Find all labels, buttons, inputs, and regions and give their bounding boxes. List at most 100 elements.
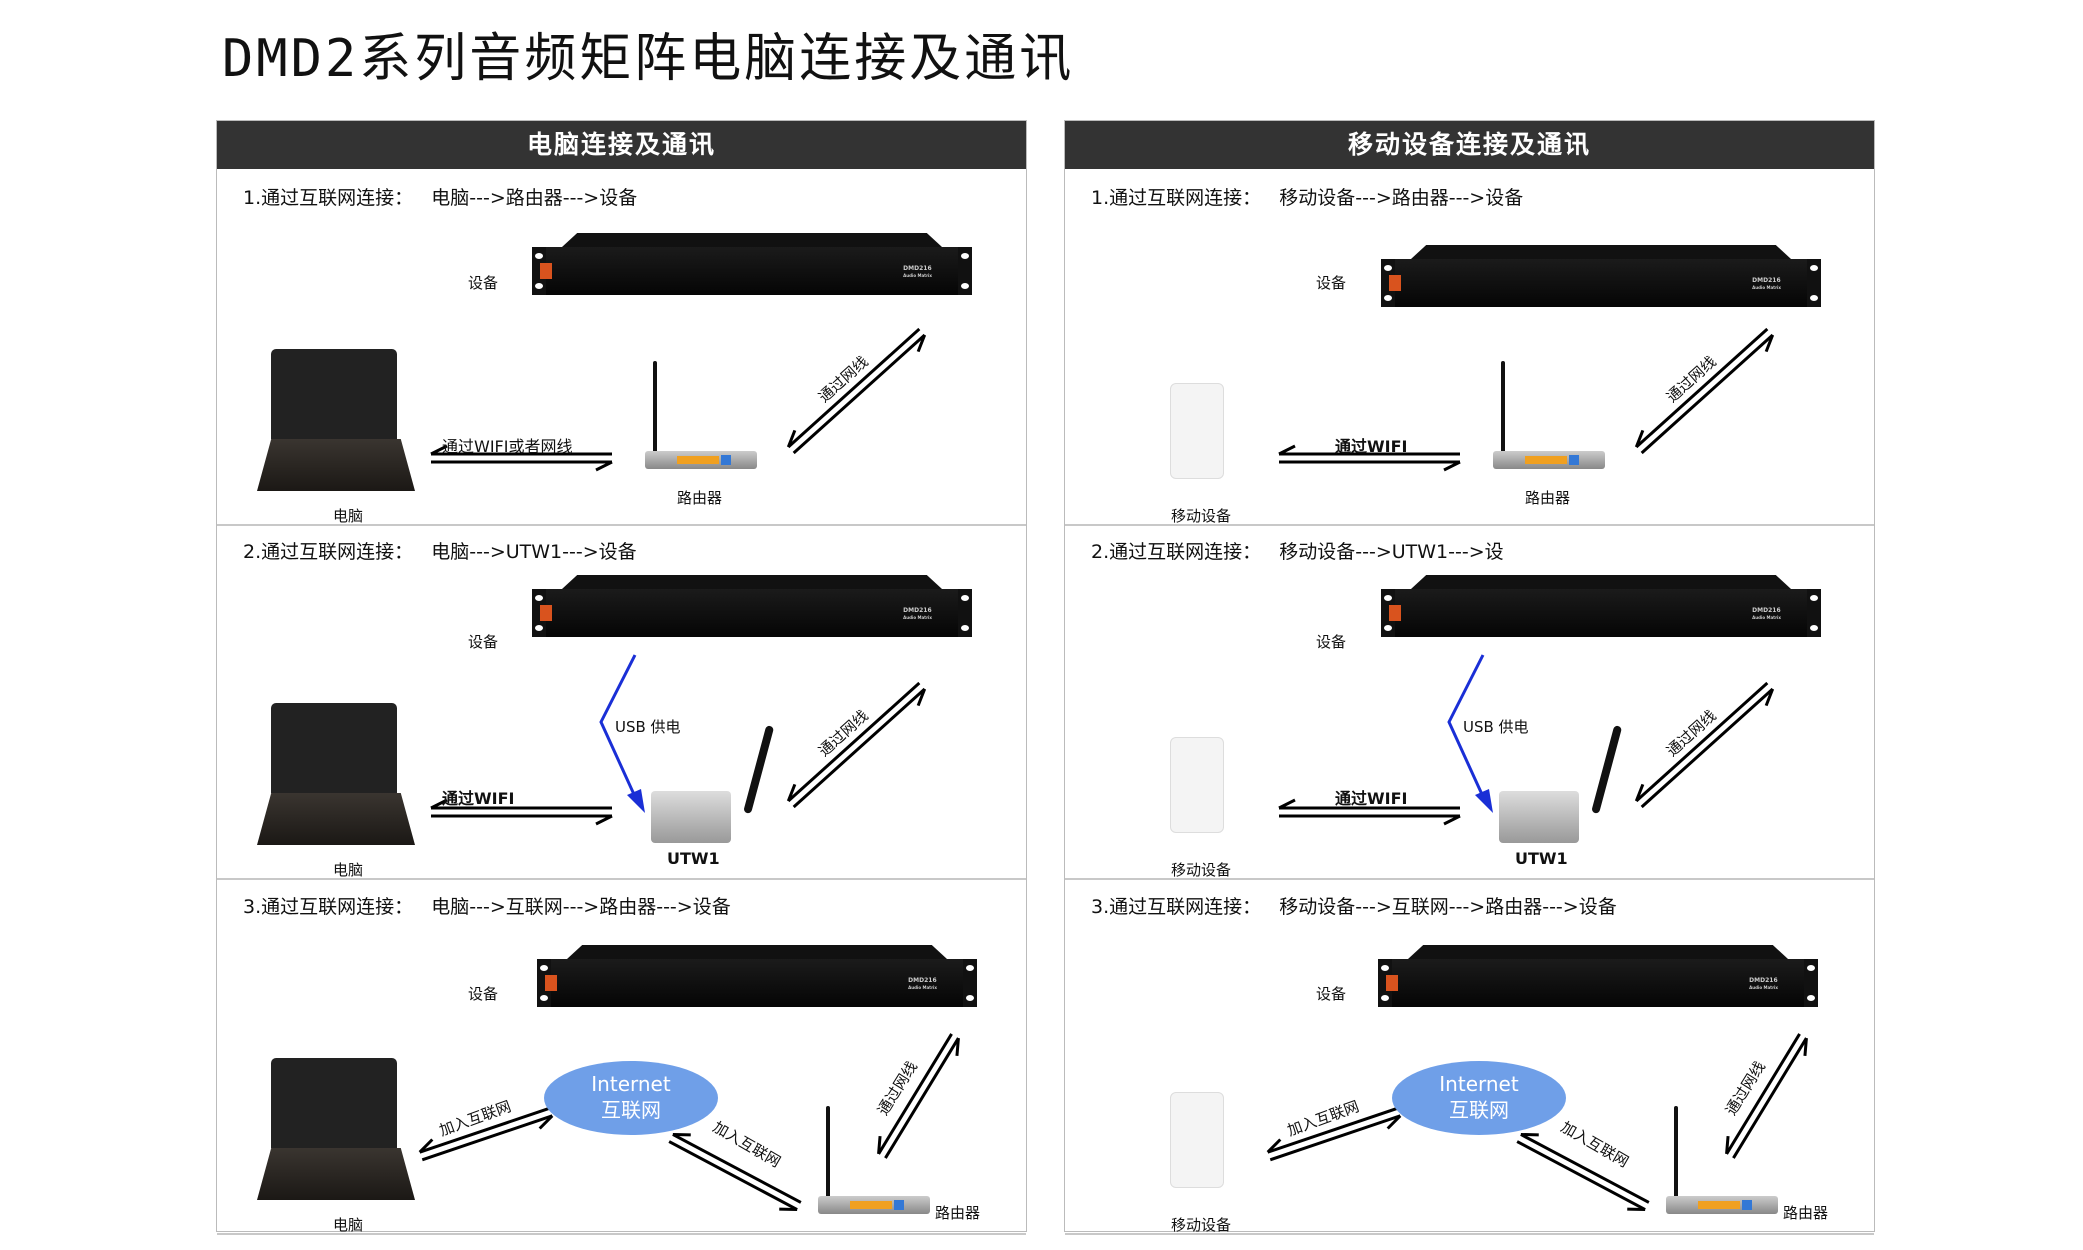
router-label: 路由器 — [935, 1204, 981, 1222]
connection-arrows — [430, 327, 927, 472]
device-top — [1411, 575, 1791, 589]
device-top — [562, 233, 942, 247]
brand-logo-icon — [540, 263, 552, 279]
model: DMD216 — [1752, 277, 1781, 284]
device-top — [1408, 945, 1788, 959]
lan-ports — [1525, 456, 1567, 464]
section-heading: 2.通过互联网连接： 电脑--->UTW1--->设备 — [243, 541, 637, 563]
usb-cable-line — [599, 654, 639, 802]
laptop-keyboard — [257, 793, 415, 845]
router-internet-arrow — [668, 1132, 802, 1212]
wan-port — [1569, 455, 1579, 465]
laptop-keyboard — [257, 1148, 415, 1200]
router-image — [1493, 359, 1605, 469]
usb-power-label: USB 供电 — [1463, 718, 1529, 736]
utw1-label: UTW1 — [667, 849, 720, 868]
laptop-image — [257, 349, 415, 491]
utw1-body — [1499, 791, 1579, 843]
router-image — [818, 1104, 930, 1214]
utw1-image — [1499, 725, 1623, 843]
mobile-phone-image — [1170, 1092, 1224, 1188]
wifi-arrow — [430, 444, 613, 472]
connection-arrows — [430, 654, 927, 826]
lan-ports — [850, 1201, 892, 1209]
lan-ports — [1698, 1201, 1740, 1209]
section-heading: 2.通过互联网连接： 移动设备--->UTW1--->设 — [1091, 541, 1504, 563]
panel-header: 移动设备连接及通讯 — [1065, 121, 1874, 169]
router-image — [645, 359, 757, 469]
link-label: 通过WIFI — [1335, 789, 1408, 808]
utw1-image — [651, 725, 775, 843]
wifi-arrow — [1278, 444, 1461, 472]
model-subtitle: Audio Matrix — [903, 273, 932, 278]
model-subtitle: Audio Matrix — [903, 615, 932, 620]
connection-arrows — [418, 1033, 960, 1212]
router-body — [1493, 451, 1605, 469]
join-internet-arrow — [1266, 1106, 1402, 1162]
model: DMD216 — [908, 977, 937, 984]
router-body — [645, 451, 757, 469]
cable-arrow — [1634, 327, 1775, 455]
model: DMD216 — [903, 265, 932, 272]
device-label: 设备 — [1316, 985, 1347, 1003]
rack-ear — [532, 589, 546, 637]
usb-arrowhead-icon — [1475, 789, 1493, 813]
link-label: 通过WIFI或者网线 — [442, 437, 573, 456]
device-top — [1411, 245, 1791, 259]
device-label: 设备 — [468, 274, 499, 292]
connection-arrows — [1266, 1033, 1808, 1212]
client-label: 电脑 — [333, 1216, 364, 1234]
usb-arrowhead-icon — [627, 789, 645, 813]
cable-arrow — [786, 681, 927, 809]
laptop-screen — [271, 1058, 397, 1148]
client-label: 电脑 — [333, 861, 364, 879]
cable-arrow — [1725, 1033, 1808, 1159]
router-body — [818, 1196, 930, 1214]
usb-cable-line — [1447, 654, 1487, 802]
client-label: 移动设备 — [1171, 861, 1232, 879]
usb-power-label: USB 供电 — [615, 718, 681, 736]
device-label: 设备 — [1316, 274, 1347, 292]
model-subtitle: Audio Matrix — [1752, 285, 1781, 290]
internet-en: Internet — [1439, 1072, 1519, 1096]
wifi-arrow — [430, 798, 613, 826]
connection-arrows — [1278, 327, 1775, 472]
internet-cn: 互联网 — [1449, 1098, 1509, 1122]
rack-ear — [1378, 959, 1392, 1007]
model-subtitle: Audio Matrix — [1749, 985, 1778, 990]
antenna — [826, 1106, 830, 1198]
cable-arrow — [877, 1033, 960, 1159]
device-label: 设备 — [468, 633, 499, 651]
brand-logo-icon — [1389, 275, 1401, 291]
laptop-image — [257, 1058, 415, 1200]
client-label: 移动设备 — [1171, 1216, 1232, 1234]
rack-ear — [1807, 589, 1821, 637]
router-label: 路由器 — [677, 489, 723, 507]
brand-logo-icon — [545, 975, 557, 991]
panel-header: 电脑连接及通讯 — [217, 121, 1026, 169]
laptop-keyboard — [257, 439, 415, 491]
rack-ear — [963, 959, 977, 1007]
laptop-image — [257, 703, 415, 845]
client-label: 电脑 — [333, 507, 364, 525]
model: DMD216 — [1752, 607, 1781, 614]
internet-cn: 互联网 — [601, 1098, 661, 1122]
client-label: 移动设备 — [1171, 507, 1232, 525]
rack-ear — [1381, 259, 1395, 307]
cable-arrow — [1634, 681, 1775, 809]
wan-port — [721, 455, 731, 465]
